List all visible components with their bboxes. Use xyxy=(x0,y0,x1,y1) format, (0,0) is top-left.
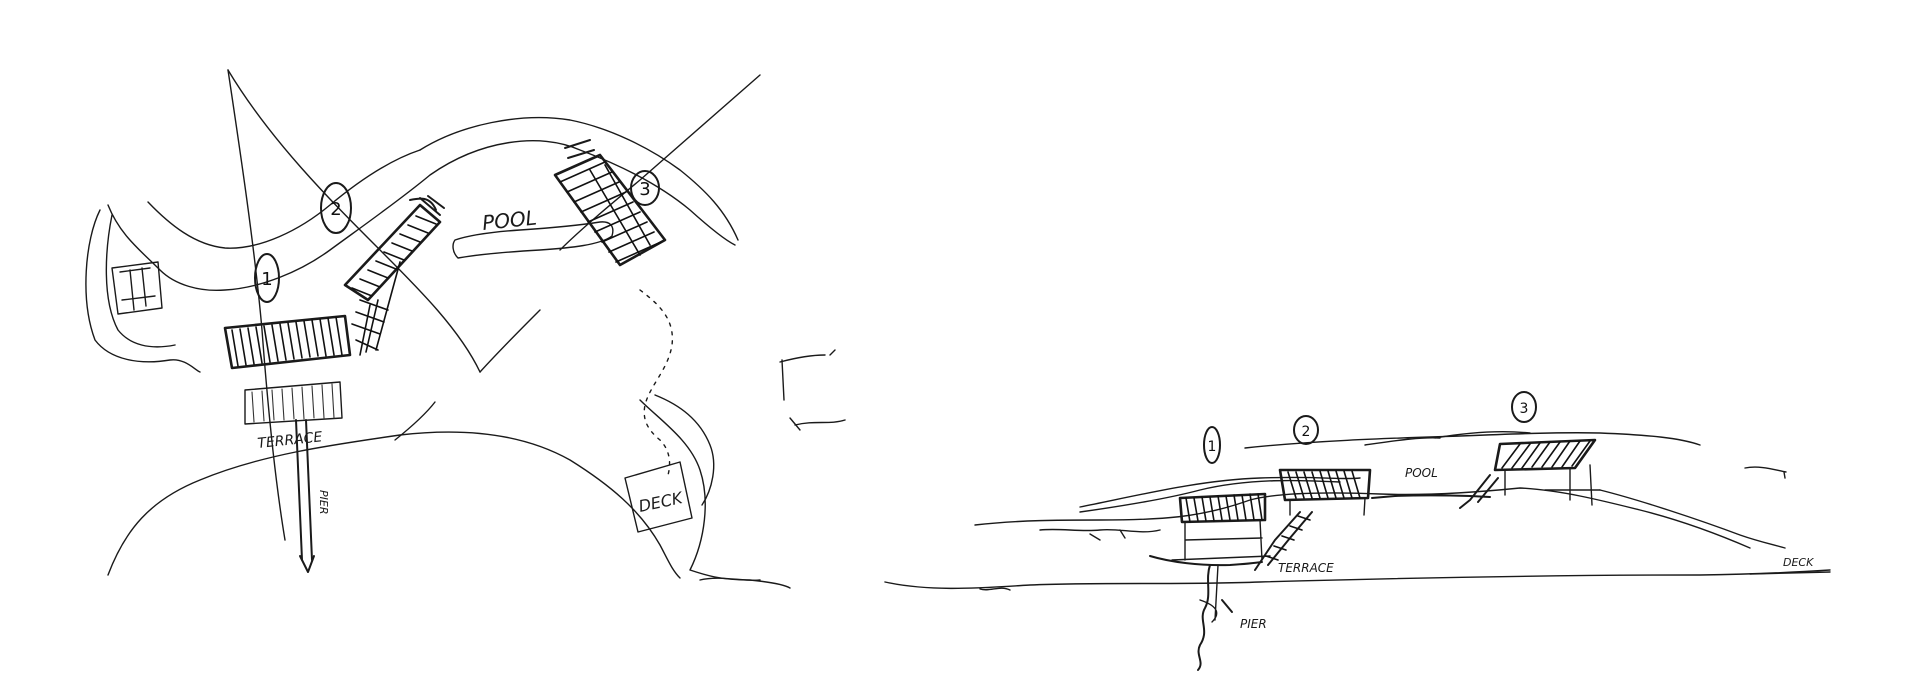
svg-text:1: 1 xyxy=(261,269,272,290)
section-label-pool: POOL xyxy=(1405,466,1438,480)
plan-shoreline-west-inner xyxy=(105,214,176,348)
plan-shoreline-west xyxy=(85,209,201,373)
plan-label-pool: POOL xyxy=(481,205,538,235)
svg-text:2: 2 xyxy=(330,199,341,220)
plan-pavilion-2 xyxy=(343,195,445,302)
plan-coast-north xyxy=(147,149,421,249)
plan-coast-south xyxy=(699,577,761,582)
section-number-3: 3 xyxy=(1511,391,1537,423)
section-waterline xyxy=(884,569,1831,590)
plan-bay-top xyxy=(107,140,736,292)
svg-text:3: 3 xyxy=(639,179,650,200)
section-right-mark xyxy=(1744,466,1787,479)
plan-label-pier: PIER xyxy=(317,490,330,514)
plan-sightline-a xyxy=(227,69,286,541)
plan-deck-outline xyxy=(624,461,693,533)
section-scribble-left xyxy=(1039,528,1161,541)
plan-number-2: 2 xyxy=(320,182,352,234)
plan-pavilion-3 xyxy=(553,139,667,267)
section-sketch: 1 2 3 POOL TERRACE PIER DECK xyxy=(884,391,1831,671)
svg-text:2: 2 xyxy=(1302,424,1311,440)
section-pavilion-1 xyxy=(1149,492,1271,567)
svg-text:1: 1 xyxy=(1208,439,1217,455)
plan-sightline-b xyxy=(227,69,481,373)
section-ground-mid xyxy=(1079,479,1341,513)
section-pier xyxy=(1197,564,1233,671)
section-hill-far xyxy=(1364,430,1531,446)
section-hill-top xyxy=(1244,432,1701,449)
plan-sightline-c xyxy=(479,309,541,373)
section-label-pier: PIER xyxy=(1240,617,1267,631)
plan-sightline-d xyxy=(559,74,761,251)
plan-pier-line xyxy=(295,419,313,561)
plan-pavilion-1 xyxy=(223,314,352,370)
plan-sketch: 1 2 3 POOL TERRACE PIER DECK xyxy=(85,69,846,589)
plan-stair-scribble xyxy=(351,261,401,356)
plan-pool-outline xyxy=(452,221,614,259)
plan-fragment-1 xyxy=(779,349,846,426)
plan-fragment-2 xyxy=(789,417,801,431)
plan-dotted-path xyxy=(639,289,674,476)
plan-terrace-block xyxy=(244,381,343,425)
section-number-2: 2 xyxy=(1293,415,1319,445)
section-label-deck: DECK xyxy=(1783,556,1814,569)
plan-label-terrace: TERRACE xyxy=(257,429,324,452)
section-upper-ground xyxy=(1079,476,1361,508)
section-ground-low xyxy=(974,487,1751,549)
section-right-ground xyxy=(1599,489,1786,549)
plan-headland xyxy=(419,117,739,241)
plan-small-building xyxy=(111,261,163,315)
section-pavilion-3 xyxy=(1459,438,1601,509)
plan-number-3: 3 xyxy=(630,170,660,206)
plan-coast-east xyxy=(639,399,791,589)
section-label-terrace: TERRACE xyxy=(1278,561,1334,575)
plan-sightline-e xyxy=(394,401,436,441)
svg-text:3: 3 xyxy=(1520,401,1529,417)
plan-label-deck: DECK xyxy=(637,488,686,516)
plan-coast-east-2 xyxy=(654,394,715,506)
section-deck-line xyxy=(1749,571,1831,575)
plan-number-1: 1 xyxy=(254,253,280,303)
section-pavilion-2 xyxy=(1254,468,1372,571)
plan-pier-arrow xyxy=(299,555,315,573)
section-number-1: 1 xyxy=(1203,426,1221,464)
section-scribble-shore xyxy=(979,587,1011,591)
section-pool-line xyxy=(1371,494,1491,499)
plan-hill-contour xyxy=(107,431,681,579)
